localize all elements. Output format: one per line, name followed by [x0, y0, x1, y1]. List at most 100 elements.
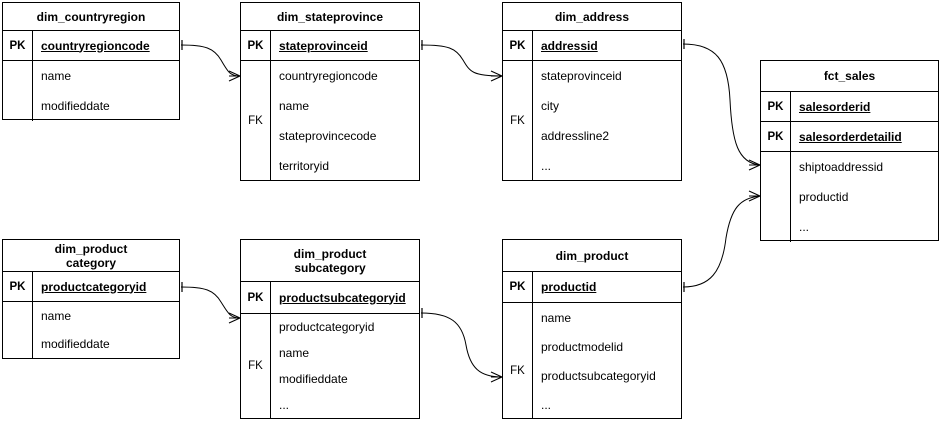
- attribute-name: ...: [799, 220, 810, 234]
- entity-body: FK countryregioncode name stateprovincecode…: [241, 61, 419, 181]
- relationship-line: [682, 43, 761, 166]
- cardinality-many-marker: [748, 159, 761, 166]
- cardinality-many-marker: [748, 164, 761, 171]
- attribute-name: modifieddate: [279, 372, 348, 386]
- key-badge: PK: [503, 31, 533, 60]
- attribute-row[interactable]: PK addressid: [503, 31, 681, 61]
- cardinality-many-marker: [748, 195, 761, 202]
- cardinality-many-marker: [490, 75, 503, 82]
- relationship-productsubcategory-to-product: [420, 308, 503, 383]
- relationship-product-to-fctsales-productid: [682, 190, 761, 292]
- attribute-row[interactable]: PK productid: [503, 272, 681, 303]
- attribute-row[interactable]: PK productcategoryid: [3, 272, 179, 302]
- attribute-name: addressid: [541, 38, 598, 53]
- attribute-row[interactable]: PK salesorderdetailid: [761, 122, 938, 152]
- attribute-name: productcategoryid: [41, 279, 147, 294]
- attribute-name: productsubcategoryid: [279, 290, 406, 305]
- attribute-name: city: [541, 99, 559, 113]
- key-badge: PK: [503, 272, 533, 302]
- relationship-stateprovince-to-address: [420, 40, 503, 82]
- attribute-name: stateprovinceid: [279, 38, 368, 53]
- attribute-name: ...: [541, 159, 552, 173]
- attribute-name: stateprovinceid: [541, 69, 622, 83]
- attribute-name: countryregioncode: [41, 38, 150, 53]
- cardinality-many-marker: [228, 70, 241, 77]
- entity-title: dim_product subcategory: [241, 240, 419, 282]
- entity-body: shiptoaddressid productid...: [761, 152, 938, 242]
- attribute-name: addressline2: [541, 129, 610, 143]
- entity-rows: PK productcategoryid name modifieddate: [3, 272, 179, 358]
- entity-body: FK name productmodelid productsubcategoryid…: [503, 303, 681, 419]
- attribute-name: productmodelid: [541, 339, 624, 354]
- relationship-line: [180, 286, 241, 319]
- key-badge: PK: [241, 31, 271, 60]
- key-badge: FK: [503, 303, 533, 419]
- key-badge: FK: [241, 314, 271, 418]
- attribute-name: productid: [541, 280, 597, 294]
- relationship-countryregion-to-stateprovince: [180, 40, 241, 82]
- attribute-name: shiptoaddressid: [799, 160, 884, 174]
- attribute-name: salesorderdetailid: [799, 129, 902, 144]
- attribute-name: productsubcategoryid: [541, 368, 656, 383]
- attribute-name: productid: [799, 190, 849, 204]
- entity-title: dim_address: [503, 3, 681, 31]
- relationship-line: [420, 312, 503, 378]
- cardinality-many-marker: [228, 317, 241, 324]
- key-badge: PK: [241, 282, 271, 313]
- key-badge: FK: [241, 61, 271, 181]
- key-badge: PK: [761, 122, 791, 151]
- relationship-line: [420, 44, 503, 77]
- attribute-list: shiptoaddressid productid...: [791, 152, 938, 242]
- key-badge: [3, 302, 33, 358]
- attribute-row[interactable]: PK stateprovinceid: [241, 31, 419, 61]
- cardinality-many-marker: [228, 312, 241, 319]
- attribute-list: name productmodelid productsubcategoryid..…: [533, 303, 681, 419]
- attribute-name: name: [279, 99, 310, 113]
- attribute-name: countryregioncode: [279, 69, 378, 83]
- entity-body: name modifieddate: [3, 302, 179, 358]
- attribute-name: name: [541, 310, 572, 325]
- relationship-line: [682, 195, 761, 288]
- attribute-name: name: [279, 346, 310, 360]
- attribute-name: ...: [541, 397, 552, 412]
- attribute-list: stateprovinceid city addressline2...: [533, 61, 681, 181]
- attribute-name: name: [41, 309, 72, 323]
- key-badge: [3, 61, 33, 121]
- attribute-name: stateprovincecode: [279, 129, 377, 143]
- cardinality-many-marker: [748, 190, 761, 197]
- cardinality-many-marker: [228, 75, 241, 82]
- attribute-name: productcategoryid: [279, 320, 375, 334]
- relationship-productcategory-to-productsubcategory: [180, 282, 241, 324]
- entity-title: fct_sales: [761, 61, 938, 92]
- attribute-row[interactable]: PK productsubcategoryid: [241, 282, 419, 314]
- attribute-list: name modifieddate: [33, 302, 179, 358]
- key-badge: PK: [3, 272, 33, 301]
- cardinality-many-marker: [490, 376, 503, 383]
- cardinality-many-marker: [490, 371, 503, 378]
- relationship-address-to-fctsales-shiptoaddressid: [682, 39, 761, 171]
- relationship-line: [180, 44, 241, 77]
- attribute-name: modifieddate: [41, 99, 110, 113]
- attribute-name: modifieddate: [41, 337, 110, 351]
- attribute-name: salesorderid: [799, 99, 871, 114]
